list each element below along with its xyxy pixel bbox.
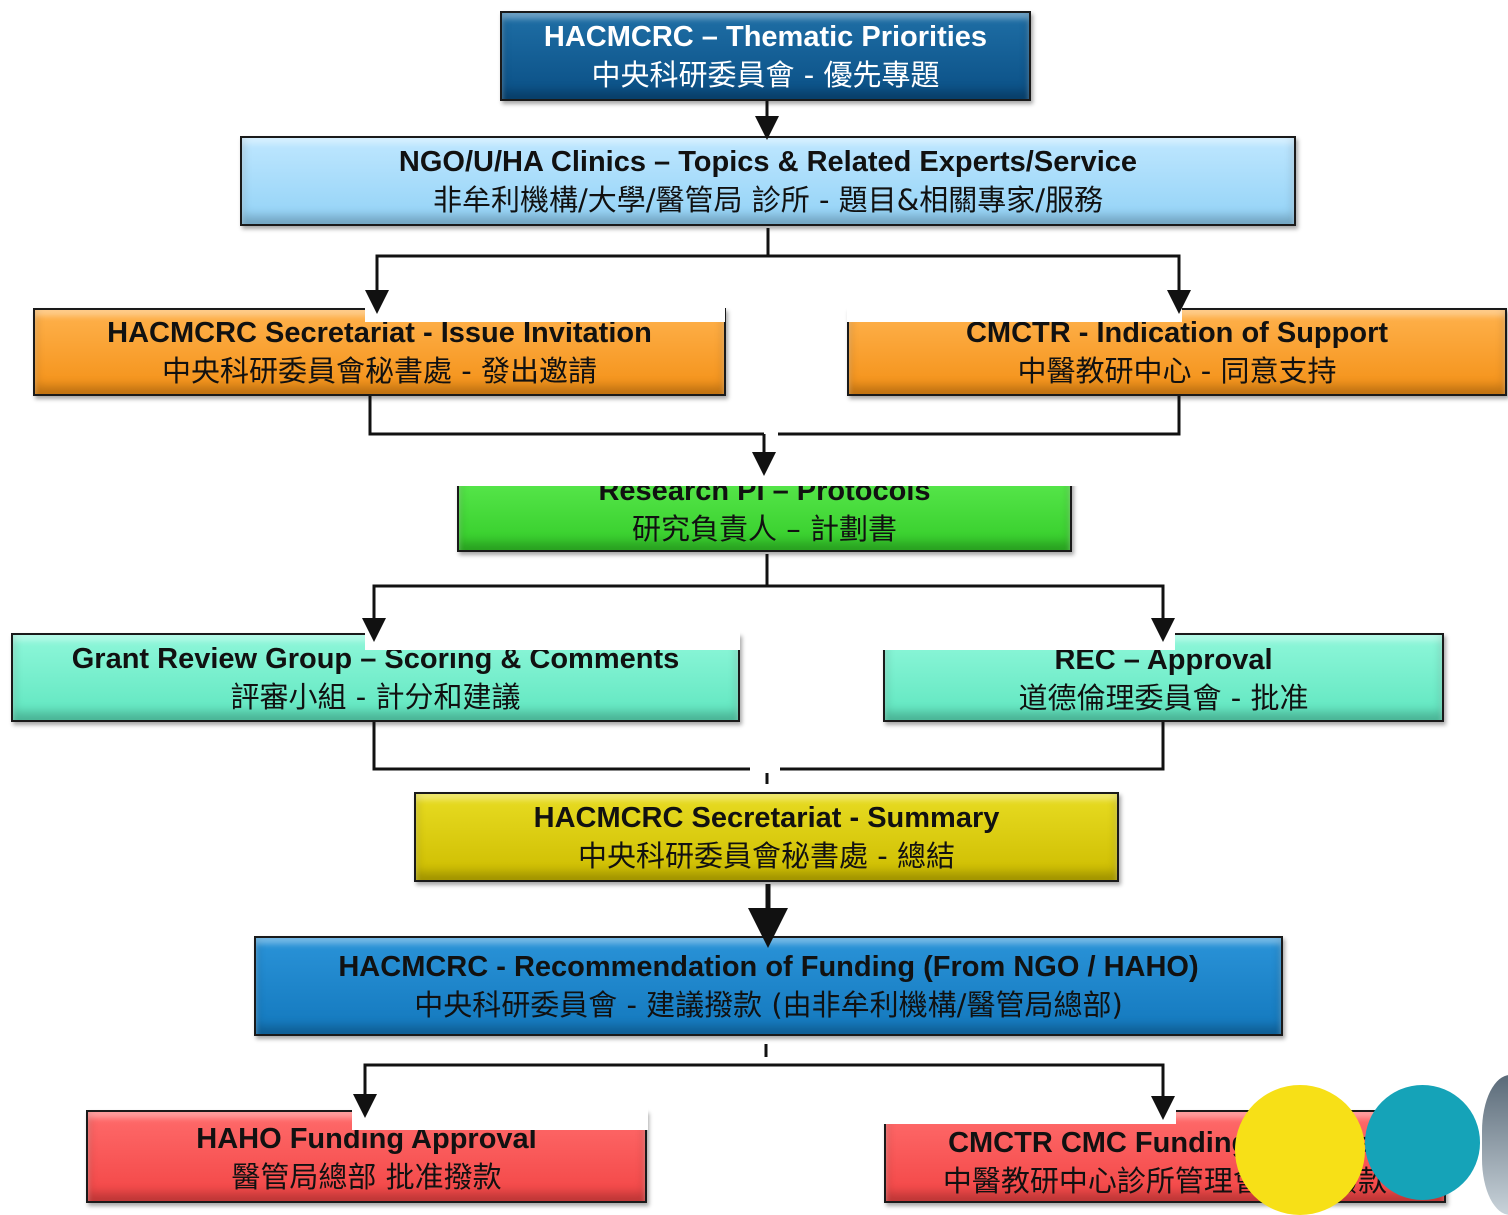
box-top-cutout: [352, 1102, 648, 1130]
box-title-en: HACMCRC Secretariat - Summary: [533, 802, 1000, 834]
merge-review: [372, 722, 750, 771]
box-title-zh: 評審小組 - 計分和建議: [230, 679, 521, 714]
box-title-en: NGO/U/HA Clinics – Topics & Related Expe…: [398, 146, 1138, 178]
merge-support: [778, 396, 1181, 436]
box-title-zh: 道德倫理委員會 - 批准: [1018, 681, 1309, 715]
box-top-cutout: [365, 300, 725, 322]
decorative-teal-circle: [1365, 1085, 1480, 1200]
box-top-cutout: [847, 300, 1182, 322]
box-top-cutout: [875, 625, 1175, 650]
box-top-cutout: [440, 462, 1090, 486]
box-title-en: HACMCRC Secretariat - Issue Invitation: [107, 317, 652, 349]
box-title-en: CMCTR - Indication of Support: [965, 317, 1389, 349]
box-title-en: HACMCRC - Recommendation of Funding (Fro…: [338, 951, 1199, 983]
box-title-en: HACMCRC – Thematic Priorities: [543, 21, 988, 53]
decorative-photo-fragment: [1482, 1075, 1508, 1215]
box-title-zh: 中央科研委員會秘書處 - 總結: [578, 839, 955, 873]
box-title-zh: 研究負責人 – 計劃書: [632, 512, 897, 546]
box-secretariat-summary: HACMCRC Secretariat - Summary 中央科研委員會秘書處…: [414, 792, 1119, 882]
box-title-zh: 中央科研委員會 - 優先專題: [591, 58, 940, 92]
box-topics-experts: NGO/U/HA Clinics – Topics & Related Expe…: [240, 136, 1296, 226]
arrow-protocols-to-rec: [767, 584, 1175, 642]
box-title-zh: 非牟利機構/大學/醫管局 診所 - 題目&相關專家/服務: [432, 183, 1104, 217]
box-thematic-priorities: HACMCRC – Thematic Priorities 中央科研委員會 - …: [500, 11, 1031, 101]
merge-invitation: [368, 396, 764, 436]
box-issue-invitation: HACMCRC Secretariat - Issue Invitation 中…: [33, 308, 726, 396]
box-funding-recommendation: HACMCRC - Recommendation of Funding (Fro…: [254, 936, 1283, 1036]
box-top-cutout: [365, 625, 740, 650]
box-title-zh: 中醫教研中心 - 同意支持: [1017, 354, 1337, 388]
box-title-zh: 中央科研委員會 - 建議撥款 (由非牟利機構/醫管局總部): [414, 988, 1123, 1022]
decorative-yellow-circle: [1235, 1085, 1365, 1215]
arrow-clinics-to-invitation: [365, 254, 768, 314]
box-top-cutout: [876, 1102, 1176, 1124]
arrow-to-haho: [353, 1063, 766, 1118]
arrow-clinics-to-support: [768, 254, 1191, 314]
box-title-zh: 中央科研委員會秘書處 - 發出邀請: [162, 354, 597, 388]
box-title-zh: 醫管局總部 批准撥款: [231, 1160, 502, 1194]
merge-rec: [780, 722, 1165, 771]
arrow-protocols-to-review: [362, 584, 767, 642]
